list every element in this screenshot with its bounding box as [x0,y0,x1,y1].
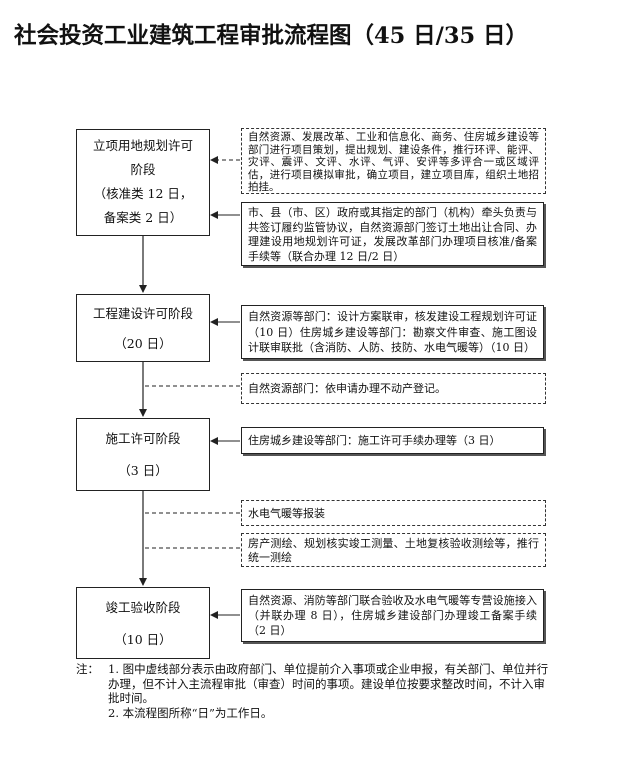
stage-line: 工程建设许可阶段 [92,306,193,321]
stage-line: 备案类 2 日） [103,210,183,225]
stage-box-construction-license: 施工许可阶段 （3 日） [76,418,210,491]
stage-box-construction-permit: 工程建设许可阶段 （20 日） [76,294,210,362]
footnote: 注： 1. 图中虚线部分表示由政府部门、单位提前介入事项或企业申报，有关部门、单… [76,662,556,720]
note-box-project-planning: 自然资源、发展改革、工业和信息化、商务、住房城乡建设等部门进行项目策划，提出规划… [241,128,546,194]
stage-line: 竣工验收阶段 [105,600,181,615]
footnote-text: 2. 本流程图所称“日”为工作日。 [108,705,273,720]
page-title: 社会投资工业建筑工程审批流程图（45 日/35 日） [14,23,529,49]
stage-box-approval-land: 立项用地规划许可 阶段 （核准类 12 日， 备案类 2 日） [76,129,210,236]
stage-line: （20 日） [114,336,172,351]
stage-line: 立项用地规划许可 [92,138,193,153]
stage-line: （10 日） [114,632,172,647]
note-box-joint-acceptance: 自然资源、消防等部门联合验收及水电气暖等专营设施接入（并联办理 8 日），住房城… [241,589,544,642]
note-box-permit-procedure: 住房城乡建设等部门：施工许可手续办理等（3 日） [241,427,544,454]
stage-line: （核准类 12 日， [93,186,193,201]
note-box-design-review: 自然资源等部门：设计方案联审，核发建设工程规划许可证（10 日）住房城乡建设等部… [241,305,544,359]
stage-line: 阶段 [130,162,156,177]
note-box-property-registration: 自然资源部门：依申请办理不动产登记。 [241,373,546,404]
footnote-item: 注： 1. 图中虚线部分表示由政府部门、单位提前介入事项或企业申报，有关部门、单… [76,662,556,706]
note-box-land-contract: 市、县（市、区）政府或其指定的部门（机构）牵头负责与共签订履约监管协议，自然资源… [241,202,544,266]
stage-line: （3 日） [118,463,168,478]
stage-box-completion-acceptance: 竣工验收阶段 （10 日） [76,587,210,659]
note-box-utility-application: 水电气暖等报装 [241,500,546,526]
footnote-text: 1. 图中虚线部分表示由政府部门、单位提前介入事项或企业申报，有关部门、单位并行… [108,662,549,705]
stage-line: 施工许可阶段 [105,431,181,446]
footnote-prefix: 注： [76,662,99,676]
footnote-item: 2. 本流程图所称“日”为工作日。 [76,706,556,721]
note-box-surveying: 房产测绘、规划核实竣工测量、土地复核验收测绘等，推行统一测绘 [241,533,546,567]
